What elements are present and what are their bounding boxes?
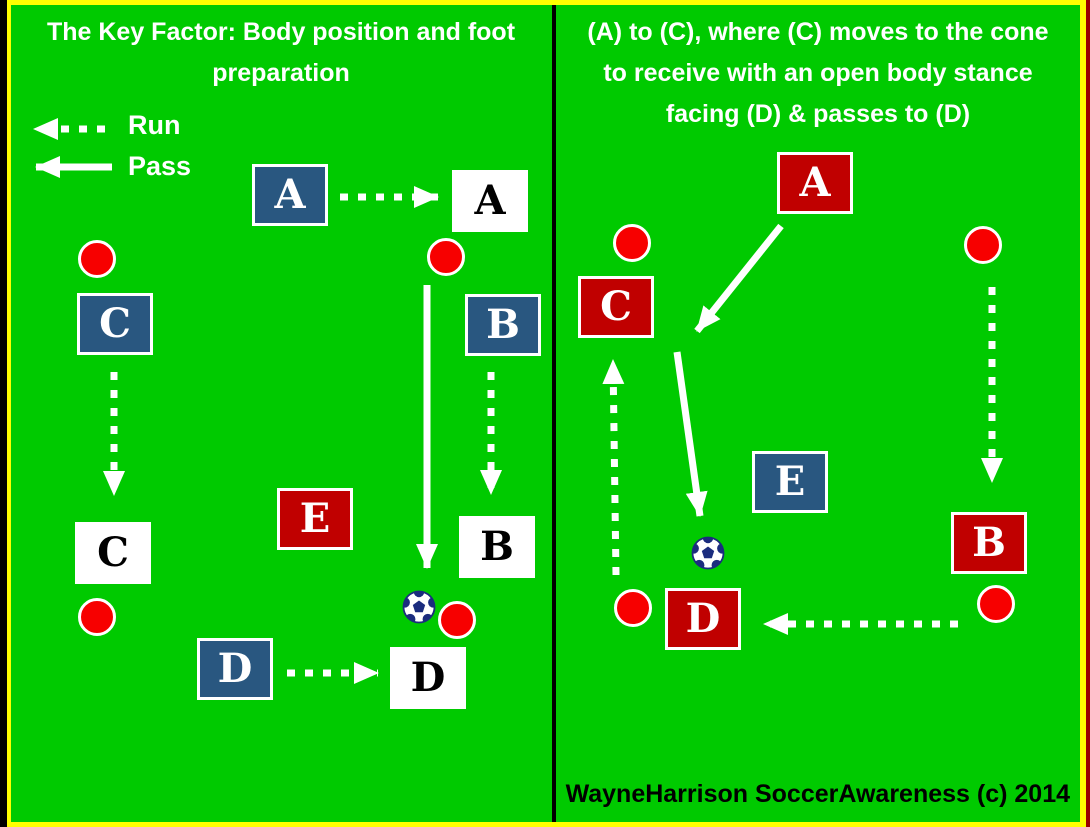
run-arrow-c-to-cone: [602, 359, 625, 576]
pass-arrow-c-to-d: [673, 351, 708, 517]
cone-right-top-right: [964, 226, 1002, 264]
cone-right-bottom-right: [977, 585, 1015, 623]
right-title-line-2: to receive with an open body stance: [603, 59, 1033, 87]
cone-left-bottom-left: [78, 598, 116, 636]
player-box-d-target: D: [390, 647, 466, 709]
player-box-c-target: C: [75, 522, 151, 584]
legend-run-label: Run: [128, 110, 181, 140]
right-panel-title: (A) to (C), where (C) moves to the cone …: [566, 12, 1070, 135]
left-panel-title: The Key Factor: Body position and foot p…: [21, 12, 541, 94]
cone-right-bottom-left: [614, 589, 652, 627]
copyright-text: WayneHarrison SoccerAwareness (c) 2014: [565, 780, 1070, 808]
player-box-e-left: E: [277, 488, 353, 550]
soccer-ball-icon: [691, 536, 725, 570]
left-title-line-1: The Key Factor: Body position and foot: [46, 18, 516, 46]
cone-left-top-left: [78, 240, 116, 278]
pass-arrow-a-to-c: [694, 223, 784, 334]
right-title-line-1: (A) to (C), where (C) moves to the cone: [587, 18, 1049, 46]
player-box-c-start: C: [77, 293, 153, 355]
legend-pass-label: Pass: [128, 151, 192, 181]
pitch-background: [11, 5, 1080, 822]
player-box-c-right: C: [578, 276, 654, 338]
soccer-ball-icon: [402, 590, 436, 624]
player-box-a-right: A: [777, 152, 853, 214]
cone-left-bottom-mid: [438, 601, 476, 639]
player-box-b-right: B: [951, 512, 1027, 574]
right-title-line-3: facing (D) & passes to (D): [665, 100, 971, 128]
left-title-line-2: preparation: [212, 59, 350, 87]
panel-divider: [552, 5, 556, 822]
player-box-d-right: D: [665, 588, 741, 650]
player-box-a-start: A: [252, 164, 328, 226]
cone-right-top-left: [613, 224, 651, 262]
player-box-e-right: E: [752, 451, 828, 513]
player-box-a-target: A: [452, 170, 528, 232]
player-box-b-start: B: [465, 294, 541, 356]
player-box-d-start: D: [197, 638, 273, 700]
player-box-b-target: B: [459, 516, 535, 578]
left-frame-bar: [0, 0, 7, 827]
right-frame-bar: [1086, 0, 1090, 827]
cone-left-top-mid: [427, 238, 465, 276]
